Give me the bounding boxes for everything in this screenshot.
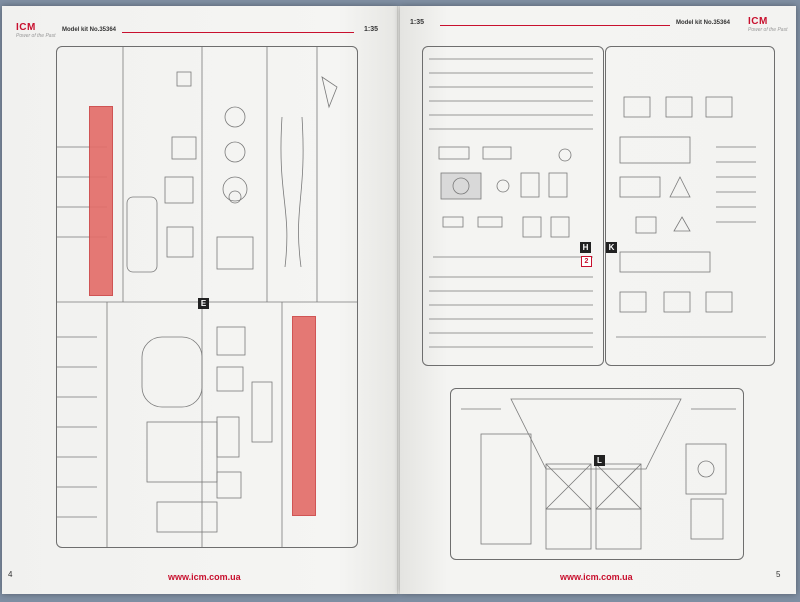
sprue-l-drawing [461,398,736,550]
footer-url-left: www.icm.com.ua [168,572,241,582]
sprue-label-e: E [198,298,209,309]
sprue-k-frame [605,46,775,366]
sprue-label-k: K [606,242,617,253]
model-kit-number: Model kit No.35364 [62,27,117,33]
sprue-l-frame [450,388,744,560]
scale-label: 1:35 [410,19,425,26]
header-rule [122,32,354,33]
page-number-left: 4 [8,570,13,579]
left-page: ICM Power of the Past Model kit No.35364… [2,6,398,594]
highlighted-part-lower [292,316,316,516]
header-rule [440,25,670,26]
sprue-count-marker: 2 [581,256,592,267]
sprue-k-drawing [616,96,766,338]
scale-label: 1:35 [364,26,379,33]
sprue-e-frame [56,46,358,548]
highlighted-part-upper [89,106,113,296]
sprue-h-frame [422,46,604,366]
model-kit-number: Model kit No.35364 [676,20,731,26]
booklet-spine [397,6,401,594]
sprue-label-h: H [580,242,591,253]
page-number-right: 5 [776,570,781,579]
sprue-h-drawing [429,58,593,348]
footer-url-right: www.icm.com.ua [560,572,633,582]
icm-logo: ICM Power of the Past [748,16,788,33]
icm-logo: ICM Power of the Past [16,22,56,39]
sprue-e-drawing [57,47,357,547]
right-page: 1:35 Model kit No.35364 ICM Power of the… [400,6,796,594]
sprue-label-l: L [594,455,605,466]
